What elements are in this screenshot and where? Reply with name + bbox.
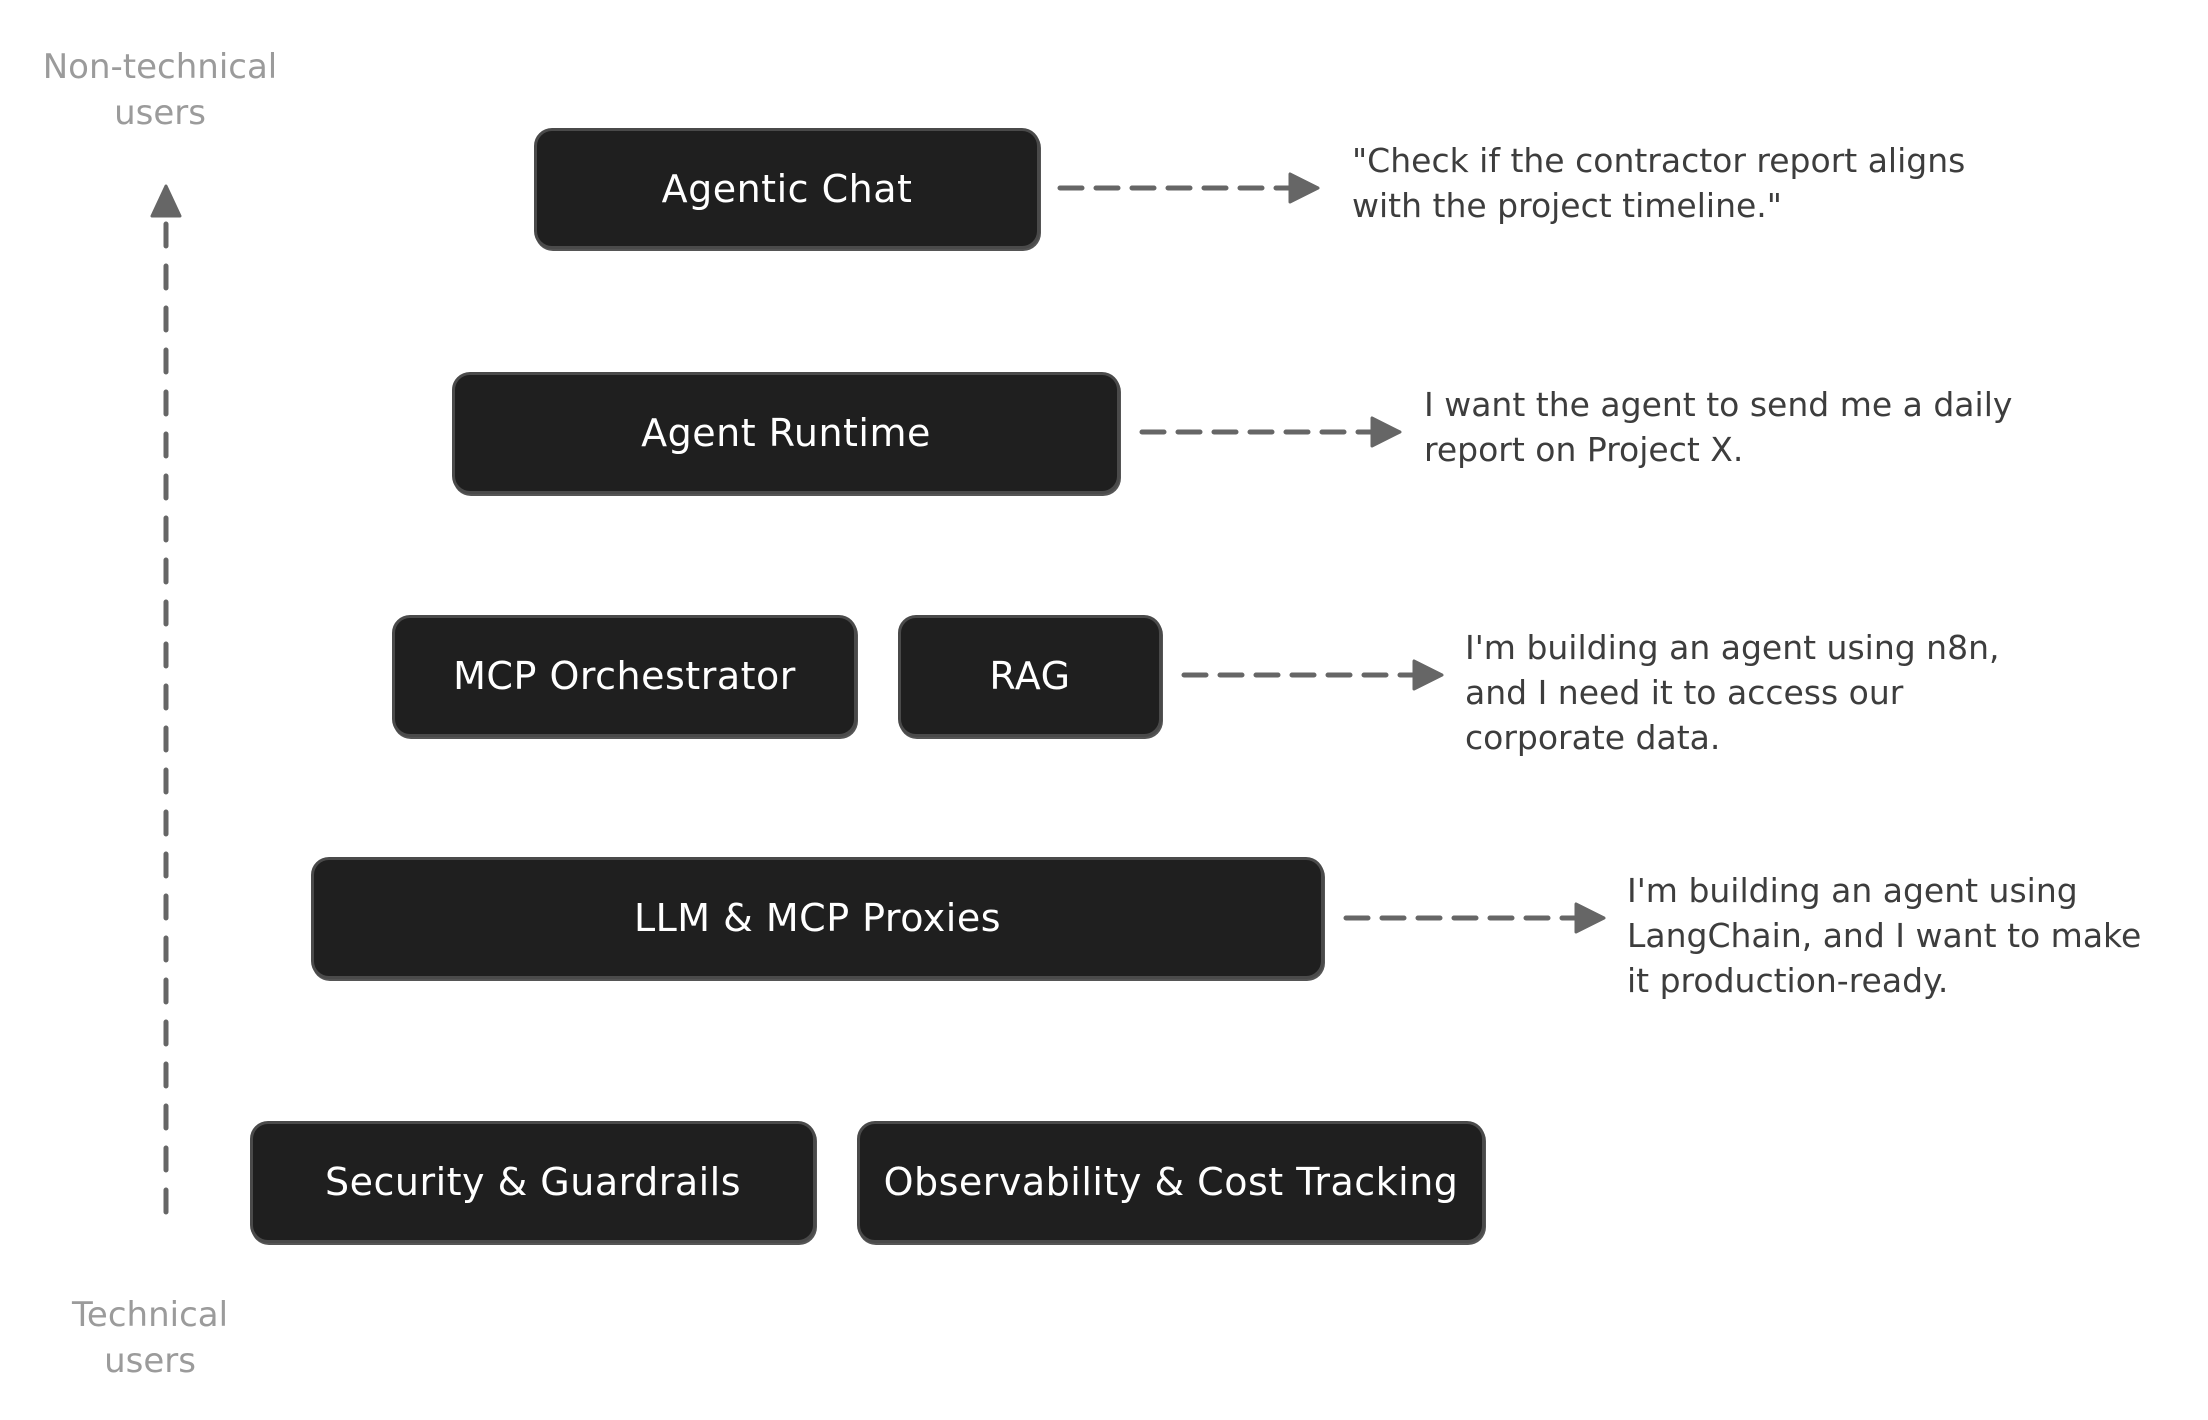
note-orchestration: I'm building an agent using n8n, and I n… <box>1465 628 2000 757</box>
box-observability-cost-tracking: Observability & Cost Tracking <box>857 1121 1485 1243</box>
box-agentic-chat: Agentic Chat <box>534 128 1040 249</box>
connector-arrow-agentic-chat <box>1057 172 1320 204</box>
connector-arrow-proxies <box>1343 902 1606 934</box>
box-mcp-orchestrator: MCP Orchestrator <box>392 615 857 737</box>
axis-label-technical-users: Technical users <box>71 1295 229 1381</box>
box-security-guardrails: Security & Guardrails <box>250 1121 816 1243</box>
connector-arrow-orchestration <box>1181 659 1444 691</box>
note-agentic-chat: "Check if the contractor report aligns w… <box>1352 141 1966 225</box>
note-proxies: I'm building an agent using LangChain, a… <box>1627 871 2142 1000</box>
connector-arrow-agent-runtime <box>1139 416 1402 448</box>
axis-label-non-technical-users: Non-technical users <box>42 47 278 133</box>
note-agent-runtime: I want the agent to send me a daily repo… <box>1424 385 2013 469</box>
box-llm-mcp-proxies: LLM & MCP Proxies <box>311 857 1324 979</box>
user-axis-arrowhead-icon <box>150 184 182 218</box>
box-agent-runtime: Agent Runtime <box>452 372 1120 494</box>
box-rag: RAG <box>898 615 1162 737</box>
